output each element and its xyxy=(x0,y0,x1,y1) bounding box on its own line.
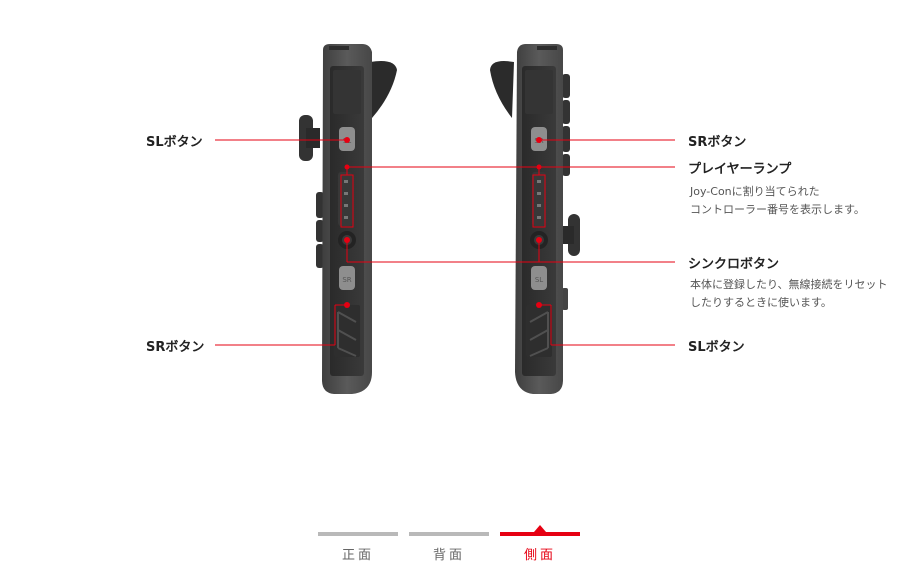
callout-lines xyxy=(215,139,675,346)
tab-back-bar xyxy=(409,532,489,536)
tab-front-label: 正面 xyxy=(341,548,374,563)
sync-button-label: シンクロボタン xyxy=(688,257,780,272)
left-sr-mark: SR xyxy=(342,276,351,284)
right-sl-label: SLボタン xyxy=(688,340,745,355)
tab-back-label: 背面 xyxy=(432,548,465,563)
callout-dots xyxy=(344,137,542,308)
right-sr-label: SRボタン xyxy=(688,135,747,150)
sync-desc-line1: 本体に登録したり、無線接続をリセット xyxy=(690,278,888,291)
tab-side-bar xyxy=(500,532,580,536)
active-tab-indicator xyxy=(534,525,546,532)
player-lamp-desc-line1: Joy-Conに割り当てられた xyxy=(690,185,820,198)
tab-back[interactable]: 背面 xyxy=(409,530,489,570)
tab-front[interactable]: 正面 xyxy=(318,530,398,570)
sync-desc-line2: したりするときに使います。 xyxy=(690,296,832,309)
player-lamp-label: プレイヤーランプ xyxy=(688,162,792,177)
player-lamp-desc-line2: コントローラー番号を表示します。 xyxy=(690,203,865,216)
left-sl-label: SLボタン xyxy=(146,135,203,150)
right-sl-mark: SL xyxy=(535,276,543,284)
right-player-lamps xyxy=(537,180,541,219)
view-tabs: 正面 背面 側面 xyxy=(318,525,580,570)
right-joycon xyxy=(490,44,580,394)
left-player-lamps xyxy=(344,180,348,219)
tab-front-bar xyxy=(318,532,398,536)
tab-side-label: 側面 xyxy=(523,548,556,563)
tab-side[interactable]: 側面 xyxy=(500,525,580,570)
left-sr-label: SRボタン xyxy=(146,340,205,355)
